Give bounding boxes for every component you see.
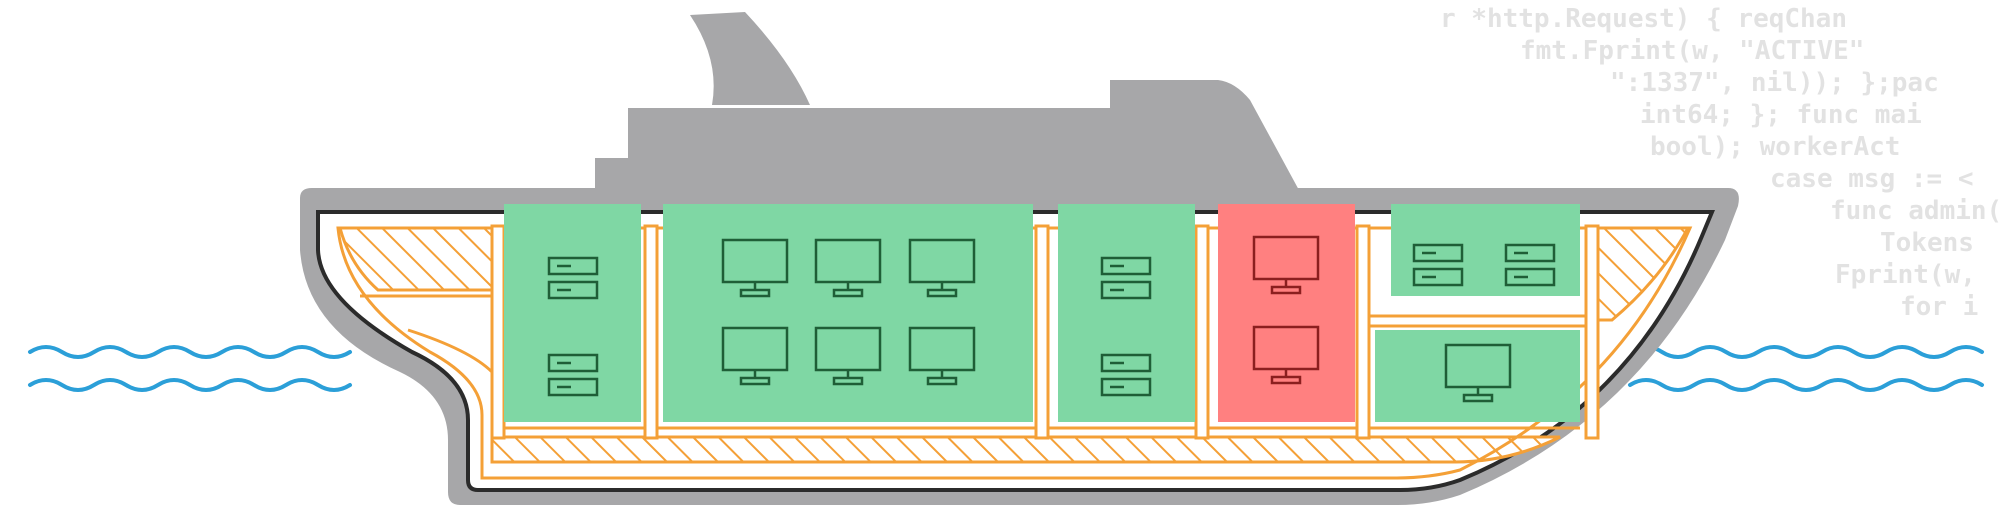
wave-left-upper [28,345,352,359]
inner-hull-line-3 [407,328,494,374]
bottom-hatched-section [490,435,1561,464]
code-line: int64; }; func mai [1640,100,1922,130]
ship-cabin [595,80,1300,200]
wave-left-lower [28,378,352,392]
code-line: ":1337", nil)); };pac [1610,68,1939,98]
monitor-icon [1252,235,1320,295]
water-waves [28,345,1984,392]
ship-funnel [690,12,810,105]
compartment-healthy [1058,204,1195,422]
monitor-icon [814,326,882,386]
monitor-icon [721,326,789,386]
server-icon [547,256,599,300]
hull-structure [336,224,1693,480]
server-icon [1504,243,1556,287]
bulkhead-shelf [1367,314,1588,328]
monitor-icon [908,238,976,298]
bow-hatched-section [338,226,494,292]
bulkhead-wall [643,224,659,440]
wave-right-upper [1628,345,1984,359]
monitor-icon [721,238,789,298]
code-line: case msg := < [1770,164,1974,194]
compartment-healthy [1391,204,1580,296]
server-icon [1412,243,1464,287]
bulkhead-wall [1584,224,1600,440]
code-line: for i [1900,292,1979,322]
bulkhead-wall [1034,224,1050,440]
monitor-icon [908,326,976,386]
inner-hull-line [336,226,1693,480]
compartment-failed [1218,204,1355,422]
wave-right-lower [1628,378,1984,392]
bulkhead-wall [1355,224,1371,440]
monitor-icon [814,238,882,298]
compartment-healthy [663,204,1033,422]
monitor-icon [1444,343,1512,403]
server-icon [1100,256,1152,300]
compartment-devices [547,235,1556,403]
server-icon [547,353,599,397]
bulkhead-wall [1194,224,1210,440]
compartment-healthy [504,204,641,422]
bulkhead-wall [490,224,506,440]
code-line: Fprint(w, [1835,260,1976,290]
monitor-icon [1252,325,1320,385]
code-line: bool); workerAct [1650,132,1901,162]
stern-hatched-section [1596,226,1691,322]
server-icon [1100,353,1152,397]
code-line: r *http.Request) { reqChan [1440,4,1847,34]
code-line: fmt.Fprint(w, "ACTIVE" [1520,36,1865,66]
ship-superstructure [595,12,1300,200]
code-line: func admin( [1830,196,2000,226]
code-line: Tokens [1880,228,1974,258]
